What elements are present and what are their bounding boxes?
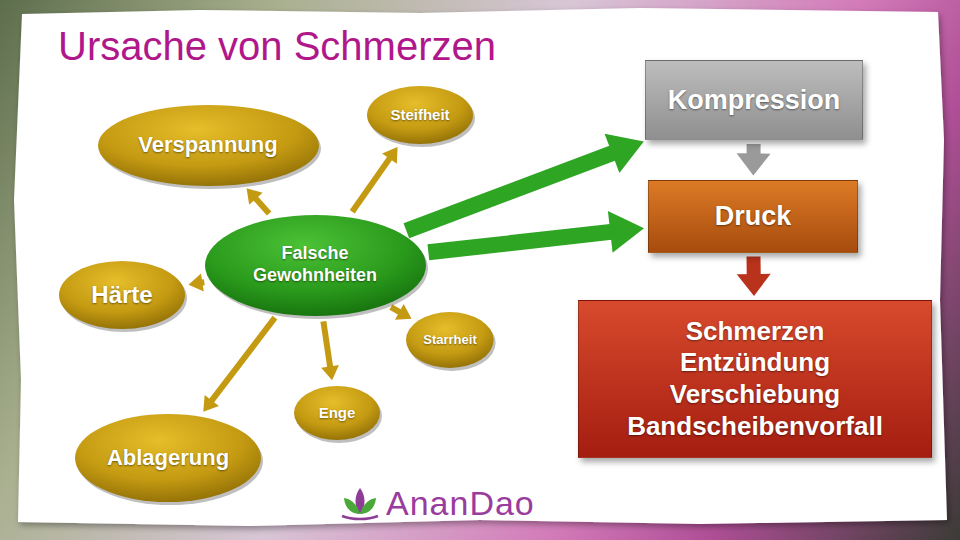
node-text-block: Härte bbox=[91, 280, 152, 309]
process-box: Druck bbox=[648, 180, 858, 253]
arrow-shaft bbox=[406, 152, 616, 231]
lotus-petal bbox=[344, 498, 360, 514]
node-text-block: Steifheit bbox=[390, 106, 449, 124]
node-text-block: Starrheit bbox=[423, 332, 476, 348]
arrow-head bbox=[608, 211, 644, 253]
result-box: SchmerzenEntzündungVerschiebungBandschei… bbox=[578, 300, 932, 458]
node-text-block: Enge bbox=[319, 404, 356, 422]
arrow-shaft bbox=[254, 197, 269, 213]
connector-arrow bbox=[352, 147, 397, 212]
ellipse-fill bbox=[75, 414, 261, 502]
ellipse-fill bbox=[59, 261, 185, 329]
lotus-base bbox=[342, 516, 378, 519]
symptom-ellipse: Starrheit bbox=[404, 310, 496, 370]
node-text-block: Druck bbox=[715, 200, 792, 233]
connector-arrow bbox=[737, 256, 771, 296]
connector-arrow bbox=[203, 318, 275, 412]
arrow-head bbox=[605, 134, 644, 173]
node-label: Entzündung bbox=[627, 347, 883, 379]
arrow-head bbox=[395, 304, 412, 320]
connector-arrow bbox=[321, 321, 339, 380]
node-text-block: Kompression bbox=[668, 84, 841, 117]
arrow-shaft bbox=[428, 231, 615, 252]
process-box: Kompression bbox=[645, 60, 863, 140]
arrow-head bbox=[321, 365, 339, 380]
node-label: Härte bbox=[91, 280, 152, 309]
arrow-head bbox=[737, 153, 771, 175]
arrow-shaft bbox=[211, 318, 275, 403]
arrow-head bbox=[247, 188, 263, 204]
node-label: Falsche Gewohnheiten bbox=[245, 243, 385, 287]
brand-name: AnanDao bbox=[386, 484, 535, 522]
node-text-block: Verspannung bbox=[138, 132, 277, 159]
symptom-ellipse: Härte bbox=[57, 259, 187, 331]
connector-arrow bbox=[737, 144, 771, 176]
lotus-logo-icon bbox=[338, 484, 382, 524]
card-shape bbox=[14, 8, 947, 526]
arrow-head bbox=[203, 395, 219, 412]
connector-arrow bbox=[428, 211, 644, 253]
connector-arrow bbox=[406, 134, 643, 231]
node-text-block: SchmerzenEntzündungVerschiebungBandschei… bbox=[627, 316, 883, 443]
slide-title: Ursache von Schmerzen bbox=[58, 24, 496, 69]
ellipse-fill bbox=[98, 105, 319, 186]
cause-ellipse: Falsche Gewohnheiten bbox=[203, 213, 428, 318]
arrow-head bbox=[737, 274, 771, 296]
arrow-head bbox=[189, 274, 204, 292]
symptom-ellipse: Enge bbox=[292, 384, 382, 442]
symptom-ellipse: Verspannung bbox=[96, 103, 321, 188]
lotus-petal bbox=[360, 498, 376, 514]
node-label: Verschiebung bbox=[627, 379, 883, 411]
node-label: Steifheit bbox=[390, 106, 449, 124]
symptom-ellipse: Ablagerung bbox=[73, 412, 263, 504]
connector-arrow bbox=[247, 188, 270, 213]
arrow-shaft bbox=[323, 321, 330, 368]
node-label: Kompression bbox=[668, 84, 841, 117]
ellipse-fill bbox=[367, 86, 473, 144]
connector-arrow bbox=[189, 274, 205, 292]
node-label: Enge bbox=[319, 404, 356, 422]
node-text-block: Falsche Gewohnheiten bbox=[245, 243, 385, 287]
arrow-shaft bbox=[352, 157, 390, 212]
node-text-block: Ablagerung bbox=[107, 445, 229, 472]
node-label: Verspannung bbox=[138, 132, 277, 159]
arrow-head bbox=[382, 147, 397, 164]
ellipse-fill bbox=[205, 215, 426, 316]
symptom-ellipse: Steifheit bbox=[365, 84, 475, 146]
node-label: Ablagerung bbox=[107, 445, 229, 472]
ellipse-fill bbox=[406, 312, 494, 368]
brand-logo: AnanDao bbox=[386, 484, 535, 523]
node-label: Starrheit bbox=[423, 332, 476, 348]
node-label: Schmerzen bbox=[627, 316, 883, 348]
connector-arrow bbox=[391, 304, 412, 320]
ellipse-fill bbox=[294, 386, 380, 440]
node-label: Druck bbox=[715, 200, 792, 233]
node-label: Bandscheibenvorfall bbox=[627, 411, 883, 443]
